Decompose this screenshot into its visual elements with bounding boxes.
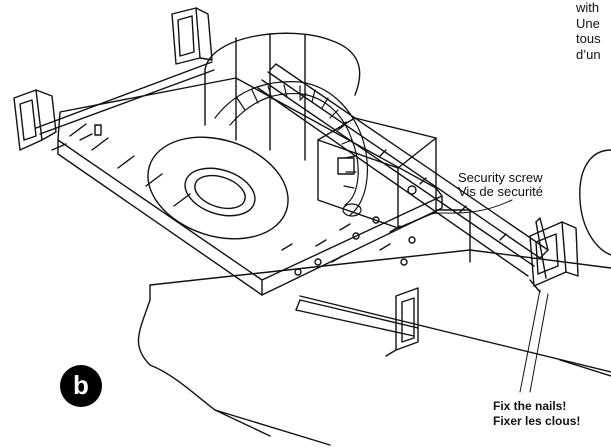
bracket-bottom (385, 287, 419, 357)
nails-callout: Fix the nails! Fixer les clous! (493, 399, 580, 429)
corner-line: Une (576, 15, 600, 31)
nails-label-fr: Fixer les clous! (493, 414, 581, 428)
corner-line: with (576, 0, 600, 15)
nails (529, 221, 547, 293)
bracket-top (171, 7, 213, 65)
hanger-bar-front (257, 63, 549, 277)
plate-knockouts (281, 216, 416, 276)
nails-label-en: Fix the nails! (493, 399, 567, 413)
bracket-left (13, 89, 102, 151)
callout-leaders (431, 199, 549, 393)
hanger-bar-rear (35, 61, 419, 337)
junction-box (317, 117, 437, 229)
security-screw-label-fr: Vis de securité (458, 184, 544, 199)
security-screw-callout: Security screw Vis de securité (458, 171, 543, 199)
corner-line: tous (576, 31, 601, 46)
corner-line: d’un (576, 46, 601, 62)
ceiling-joist (137, 149, 611, 446)
cropped-instruction-text: with Une tous d’un (576, 0, 611, 62)
security-screw-label-en: Security screw (458, 170, 543, 185)
aperture-rings (147, 136, 289, 240)
step-badge: b (60, 365, 102, 407)
bracket-right (529, 217, 579, 287)
